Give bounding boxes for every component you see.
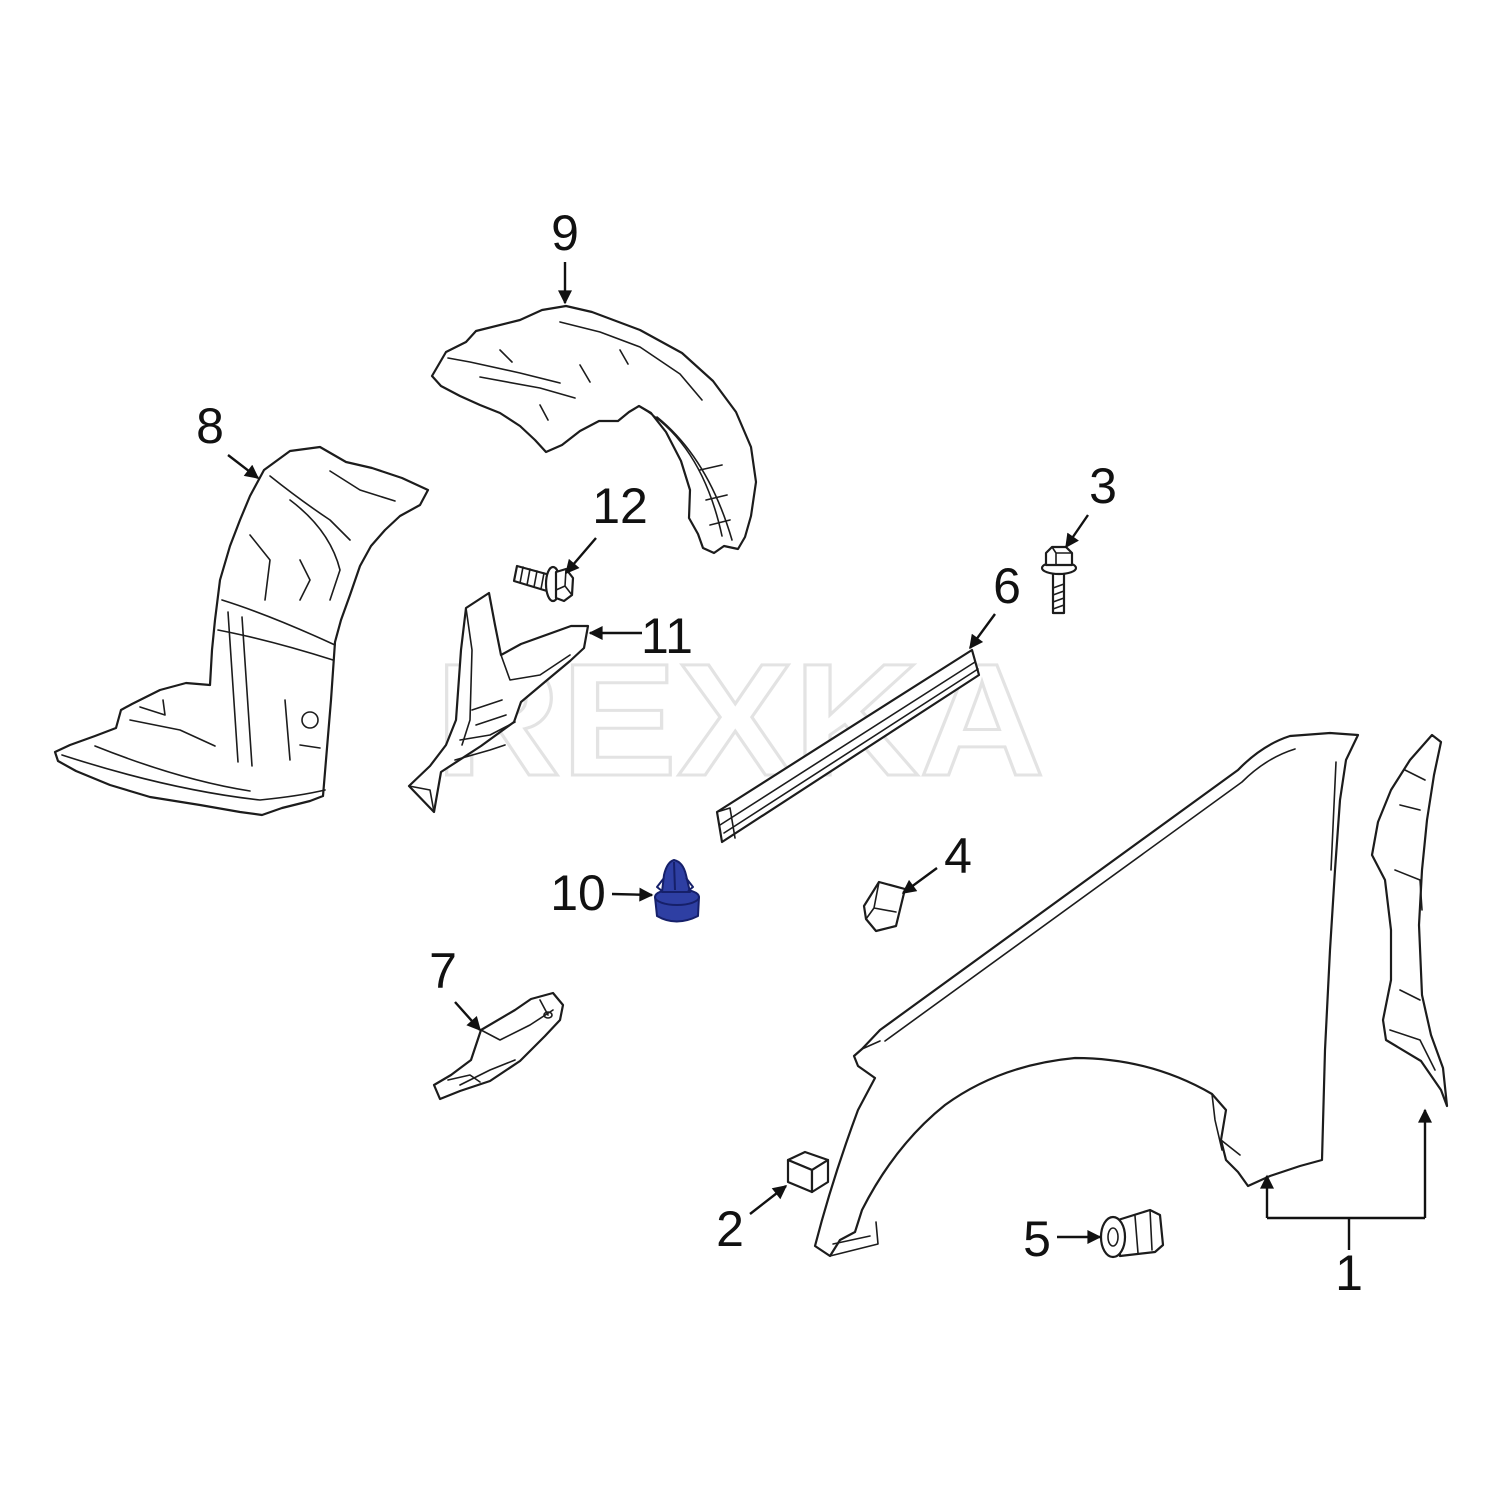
callout-2: 2 (716, 1201, 744, 1257)
part-12-bolt (512, 564, 575, 603)
leader-arrow-7 (454, 1001, 481, 1032)
callout-4: 4 (944, 828, 972, 884)
leader-arrow-12 (565, 537, 597, 575)
callout-8: 8 (196, 398, 224, 454)
part-9-fender-liner (430, 304, 758, 555)
leader-arrow-10 (611, 887, 654, 902)
part-1-fender-bracket (1370, 733, 1449, 1108)
callout-6: 6 (993, 558, 1021, 614)
callout-11: 11 (641, 608, 693, 664)
part-1-fender-detail-lines (829, 748, 1337, 1257)
part-8-detail-lines (61, 470, 396, 801)
callout-10: 10 (550, 865, 606, 921)
part-10-clip (654, 859, 700, 923)
leader-arrow-3 (1065, 514, 1089, 549)
part-6-molding-strip (715, 648, 981, 844)
callout-1: 1 (1335, 1245, 1363, 1301)
callout-7: 7 (429, 943, 457, 999)
leader-arrows (227, 262, 1432, 1250)
callout-12: 12 (592, 478, 648, 534)
leader-arrow-4 (901, 867, 938, 894)
callout-3: 3 (1089, 458, 1117, 514)
part-5-grommet (1099, 1208, 1165, 1259)
leader-arrow-2 (749, 1185, 788, 1215)
part-8-splash-shield (53, 445, 430, 817)
leader-arrow-6 (969, 613, 996, 650)
callout-5: 5 (1023, 1211, 1051, 1267)
part-2-cube-retainer (786, 1150, 830, 1194)
part-9-detail-lines (447, 321, 733, 541)
leader-bracket-1 (1260, 1108, 1432, 1250)
part-4-clip (862, 880, 907, 933)
part-11-detail-lines (408, 607, 571, 813)
part-1-fender (813, 731, 1360, 1258)
leader-arrow-8 (227, 454, 260, 479)
part-7-bracket (432, 991, 565, 1101)
part-11-bracket (407, 591, 590, 814)
part-3-bolt (1040, 545, 1078, 615)
callout-9: 9 (551, 205, 579, 261)
callout-labels: 9 8 12 3 6 11 10 4 7 2 5 1 (196, 205, 1363, 1301)
